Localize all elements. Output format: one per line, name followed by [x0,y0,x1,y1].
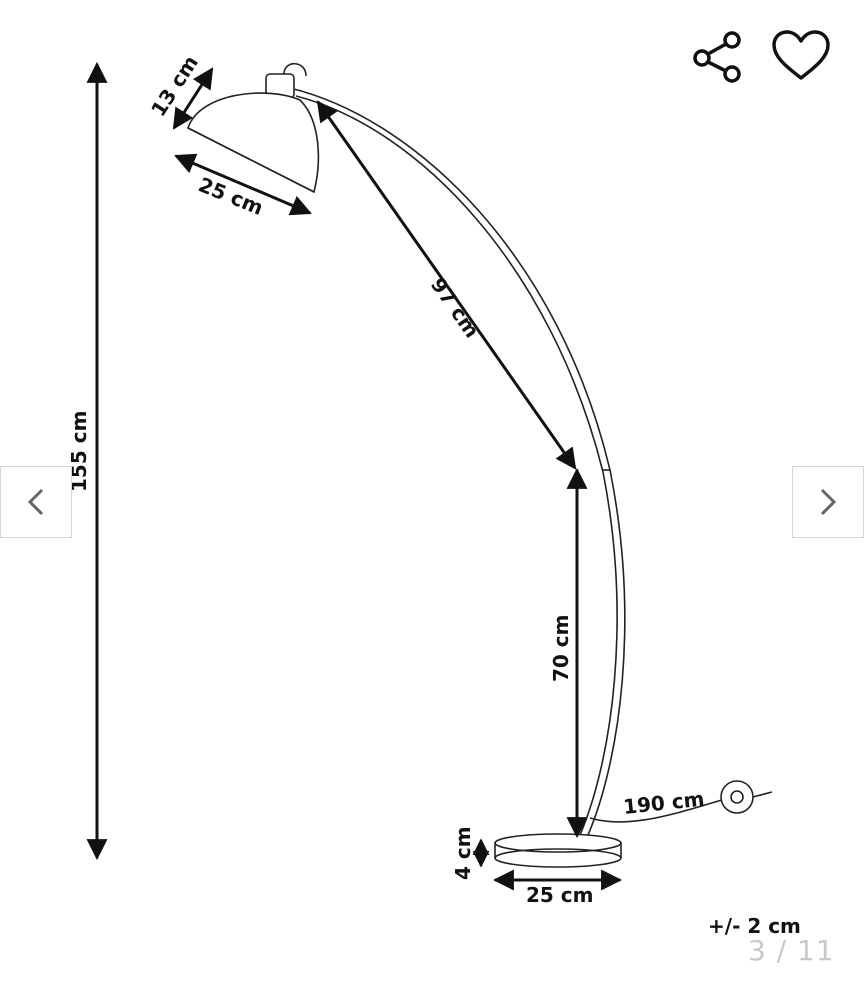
share-icon [693,31,741,83]
chevron-right-icon [820,488,837,516]
previous-image-button[interactable] [0,466,72,538]
dimension-lines [86,61,623,891]
base-height-label: 4 cm [451,826,475,880]
shade-height-line [172,67,214,130]
heart-icon [772,30,830,80]
lamp-outline [187,62,773,868]
arm-length-line [316,100,577,470]
next-image-button[interactable] [792,466,864,538]
chevron-left-icon [27,488,44,516]
cable-length-label: 190 cm [622,787,705,819]
image-counter: 3 / 11 [748,934,835,967]
arm-length-label: 97 cm [426,273,484,342]
pole-height-label: 70 cm [549,615,573,683]
share-button[interactable] [690,28,744,86]
tolerance-note: +/- 2 cm [708,914,801,938]
shade-height-label: 13 cm [146,51,203,121]
wishlist-button[interactable] [770,28,832,86]
shade-width-line [174,153,312,216]
base-width-label: 25 cm [526,883,594,907]
